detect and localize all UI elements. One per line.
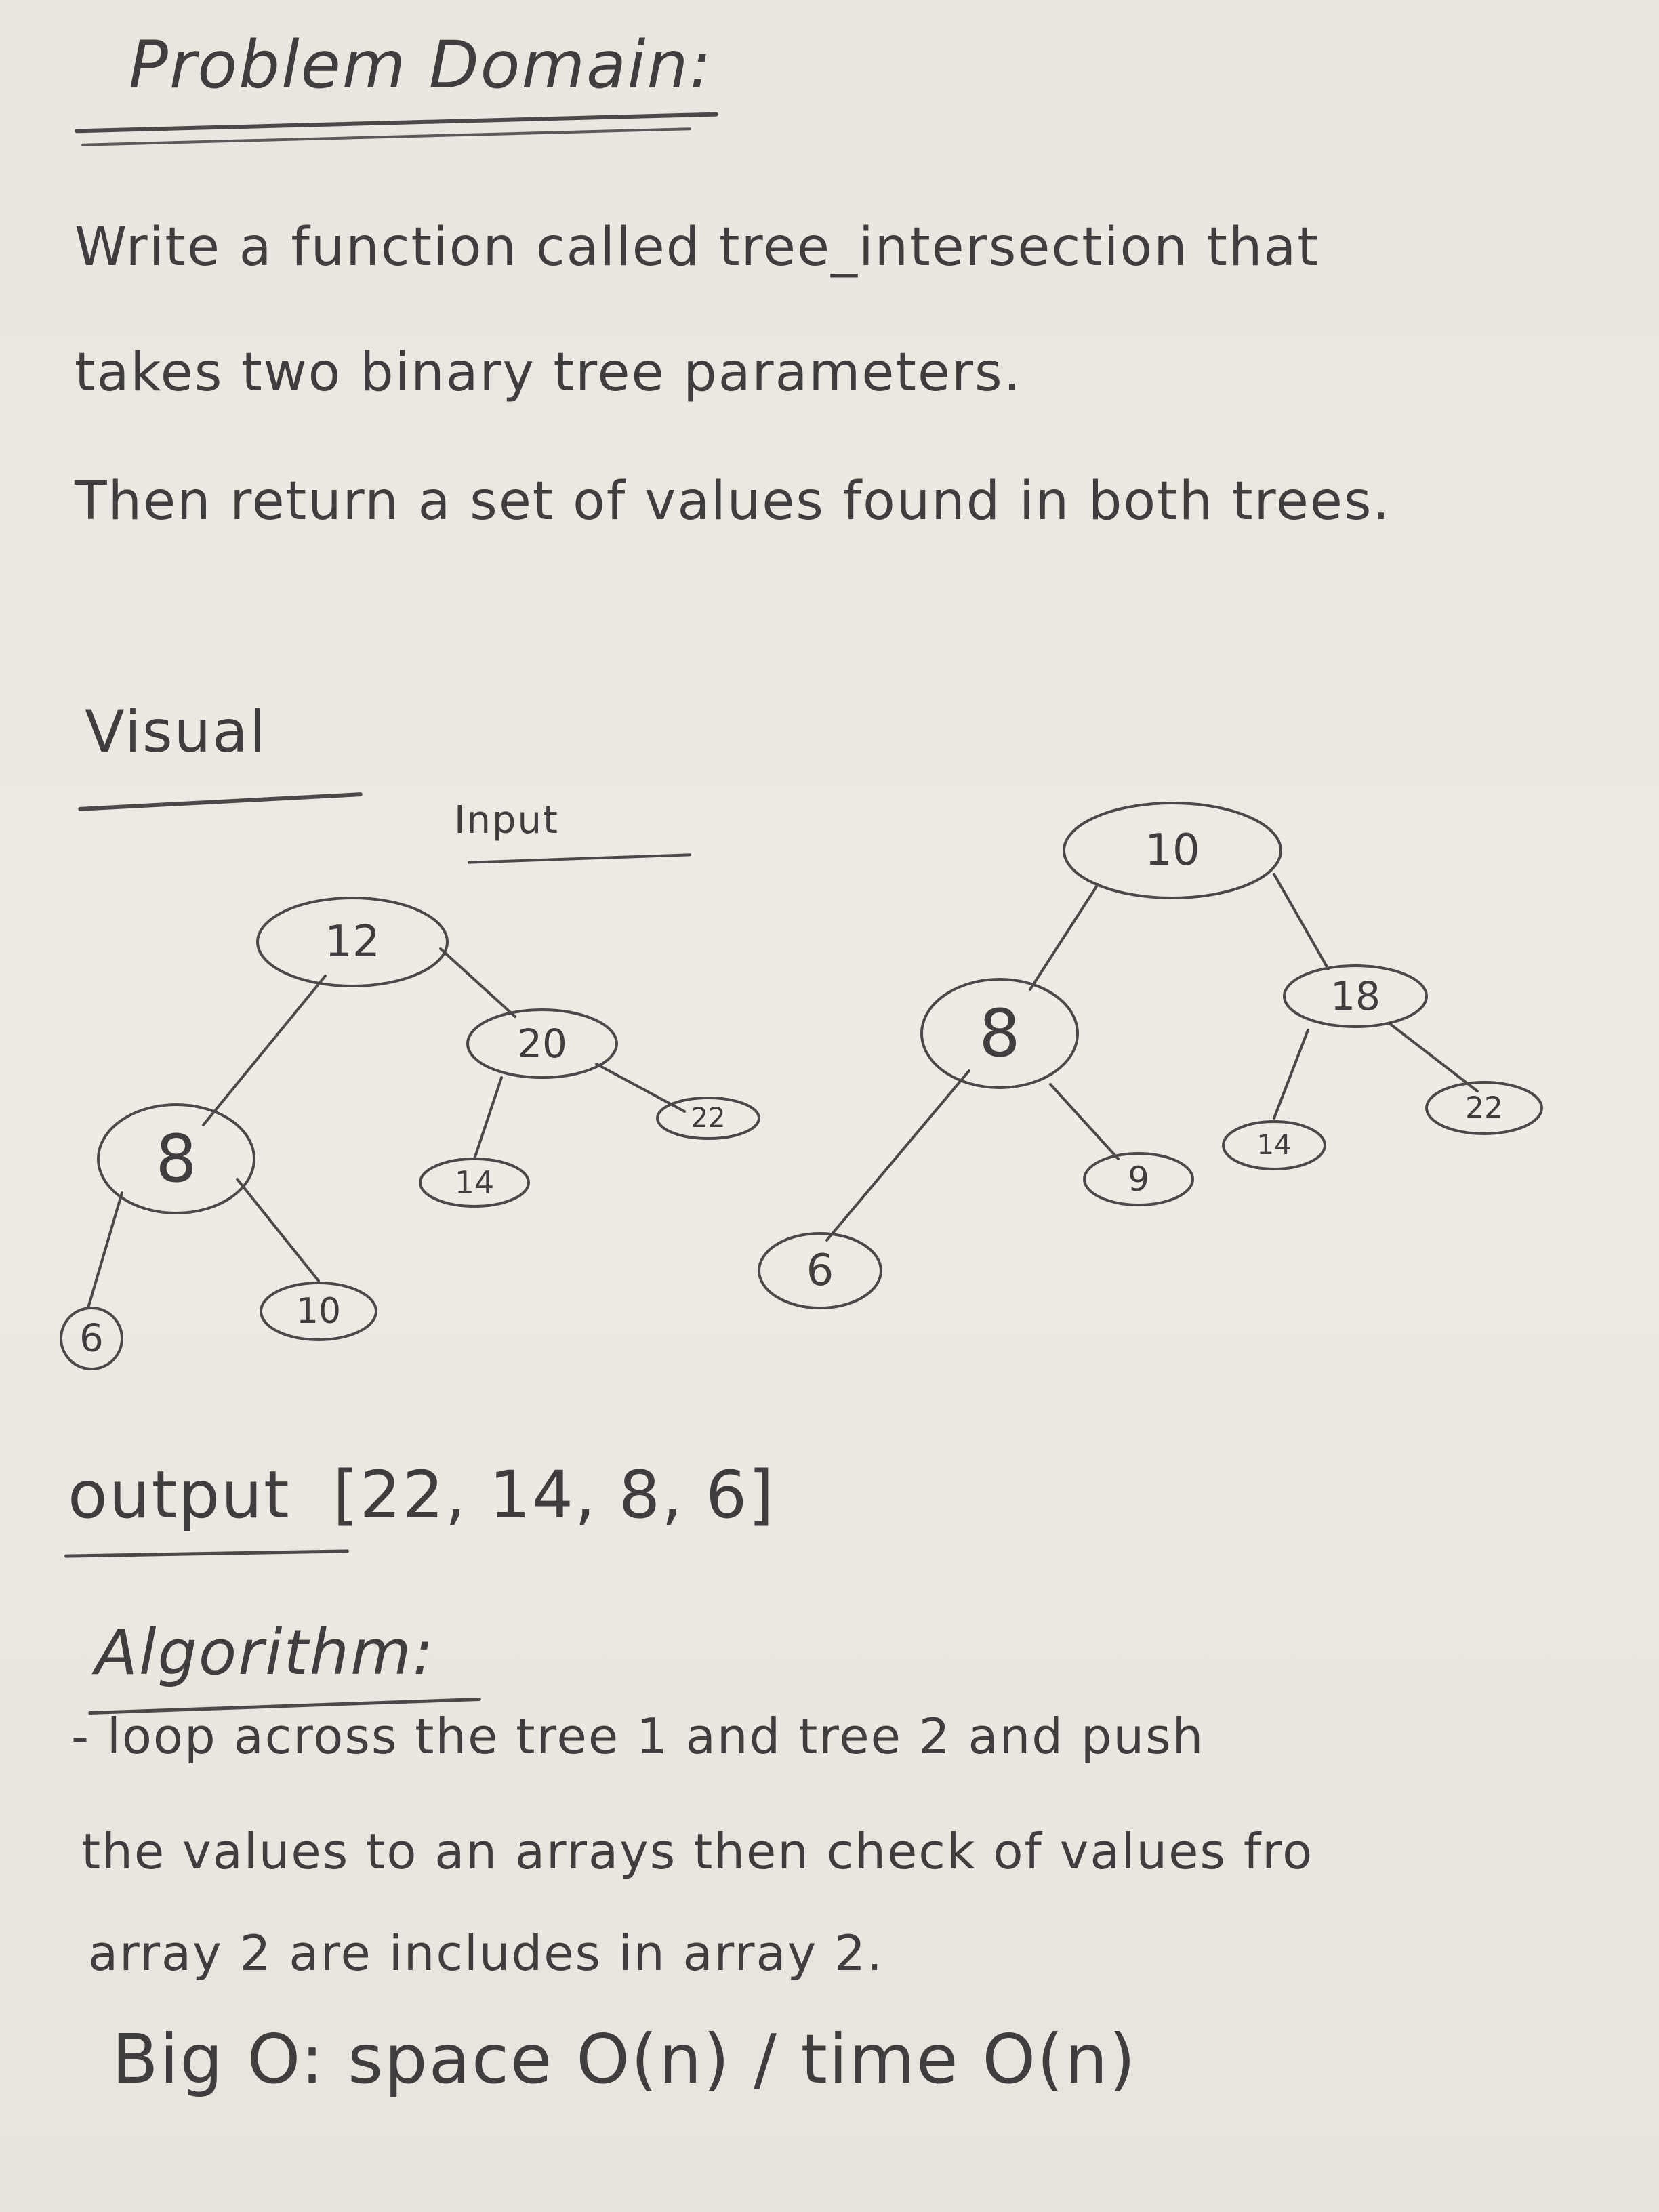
tree1-label-left-right: 10 <box>296 1291 341 1332</box>
visual-heading: Visual <box>85 698 267 766</box>
input-label: Input <box>454 798 560 842</box>
tree1-node-right-left <box>419 1158 530 1208</box>
tree1-label-right-right: 22 <box>691 1103 726 1134</box>
algorithm-line-3: array 2 are includes in array 2. <box>88 1925 884 1982</box>
tree2-label-right-left: 14 <box>1257 1130 1292 1161</box>
tree2-label-left-right: 9 <box>1128 1160 1149 1199</box>
algorithm-heading: Algorithm: <box>95 1616 435 1689</box>
tree2-edge-root-left <box>1029 883 1099 991</box>
tree1-node-root <box>256 897 449 987</box>
output-value: [22, 14, 8, 6] <box>333 1457 775 1533</box>
tree2-node-left-left <box>758 1232 882 1309</box>
problem-line-3: Then return a set of values found in bot… <box>75 471 1391 532</box>
tree1-node-right-right <box>656 1097 760 1140</box>
tree2-node-right <box>1283 964 1428 1028</box>
tree2-label-right: 18 <box>1330 973 1380 1019</box>
tree1-node-left <box>97 1103 255 1214</box>
algorithm-line-2: the values to an arrays then check of va… <box>81 1823 1314 1880</box>
tree2-edge-left-leftleft <box>825 1069 970 1242</box>
tree1-label-right: 20 <box>517 1021 567 1067</box>
tree1-label-right-left: 14 <box>455 1164 495 1201</box>
tree2-edge-right-rightright <box>1388 1022 1479 1092</box>
big-o-line: Big O: space O(n) / time O(n) <box>112 2020 1137 2099</box>
tree2-label-right-right: 22 <box>1465 1091 1503 1126</box>
algorithm-line-1: - loop across the tree 1 and tree 2 and … <box>71 1708 1205 1765</box>
output-label: output <box>68 1457 291 1533</box>
tree1-edge-left-leftright <box>236 1178 320 1282</box>
tree1-edge-left-leftleft <box>87 1191 123 1309</box>
tree2-node-root <box>1063 802 1282 899</box>
tree2-edge-root-right <box>1273 873 1330 970</box>
tree1-node-left-left <box>60 1307 123 1370</box>
tree2-node-right-left <box>1222 1120 1326 1170</box>
tree1-edge-root-right <box>439 947 516 1018</box>
tree1-edge-root-left <box>202 975 327 1126</box>
tree1-label-left-left: 6 <box>79 1317 104 1361</box>
output-line: output [22, 14, 8, 6] <box>68 1457 775 1533</box>
tree2-node-right-right <box>1425 1081 1543 1135</box>
problem-line-2: takes two binary tree parameters. <box>75 342 1022 403</box>
tree1-label-left: 8 <box>155 1121 197 1197</box>
tree1-label-root: 12 <box>325 917 380 967</box>
tree2-node-left <box>920 978 1079 1089</box>
tree2-edge-right-rightleft <box>1273 1029 1309 1120</box>
tree2-label-root: 10 <box>1145 825 1200 876</box>
tree1-node-right <box>466 1008 618 1079</box>
tree1-edge-right-rightleft <box>473 1076 503 1160</box>
tree2-label-left-left: 6 <box>806 1246 834 1296</box>
problem-line-1: Write a function called tree_intersectio… <box>75 217 1319 278</box>
page-title: Problem Domain: <box>129 27 713 103</box>
tree2-edge-left-leftright <box>1049 1083 1120 1160</box>
tree2-label-left: 8 <box>979 996 1020 1071</box>
tree1-node-left-right <box>260 1282 377 1341</box>
tree2-node-left-right <box>1083 1152 1194 1206</box>
